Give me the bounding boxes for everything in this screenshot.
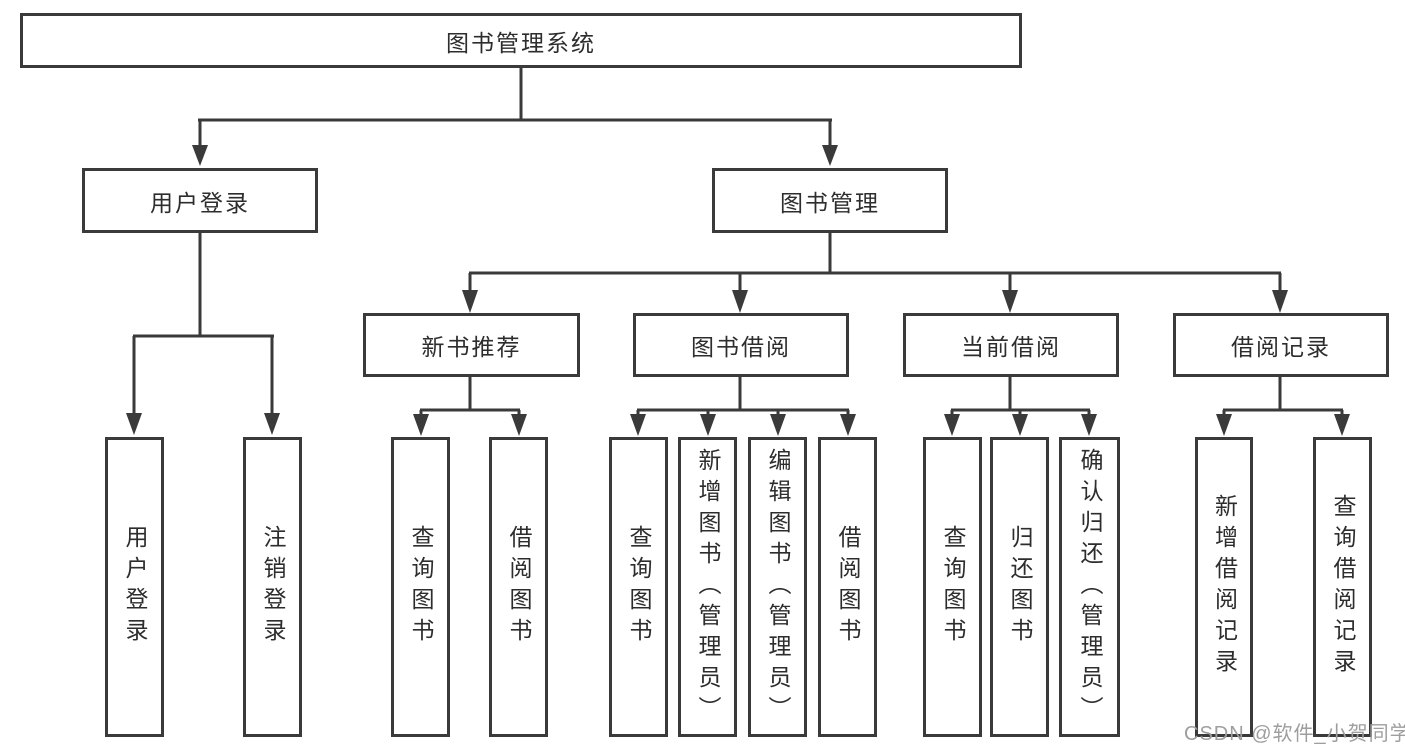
node-return-books: 归还图书: [990, 437, 1049, 737]
node-new-book-recommend: 新书推荐: [363, 313, 580, 377]
node-query-books-borrow: 查询图书: [609, 437, 668, 737]
node-add-books-admin: 新增图书（管理员）: [678, 437, 737, 737]
node-query-books-current: 查询图书: [923, 437, 982, 737]
node-book-management: 图书管理: [712, 168, 948, 233]
node-borrow-books-action: 借阅图书: [818, 437, 877, 737]
node-user-login: 用户登录: [82, 168, 318, 233]
node-library-system: 图书管理系统: [20, 13, 1022, 68]
node-borrow-books-recommend: 借阅图书: [489, 437, 548, 737]
node-add-borrow-record: 新增借阅记录: [1195, 437, 1253, 737]
watermark: CSDN @软件_小贺同学: [1184, 723, 1405, 745]
node-user-login-action: 用户登录: [105, 437, 164, 737]
node-logout-action: 注销登录: [243, 437, 302, 737]
node-book-borrow: 图书借阅: [633, 313, 849, 377]
node-edit-books-admin: 编辑图书（管理员）: [748, 437, 807, 737]
node-borrow-record: 借阅记录: [1173, 313, 1389, 377]
node-current-borrow: 当前借阅: [903, 313, 1119, 377]
node-confirm-return-admin: 确认归还（管理员）: [1059, 437, 1120, 737]
node-query-borrow-record: 查询借阅记录: [1313, 437, 1372, 737]
node-query-books-recommend: 查询图书: [391, 437, 450, 737]
